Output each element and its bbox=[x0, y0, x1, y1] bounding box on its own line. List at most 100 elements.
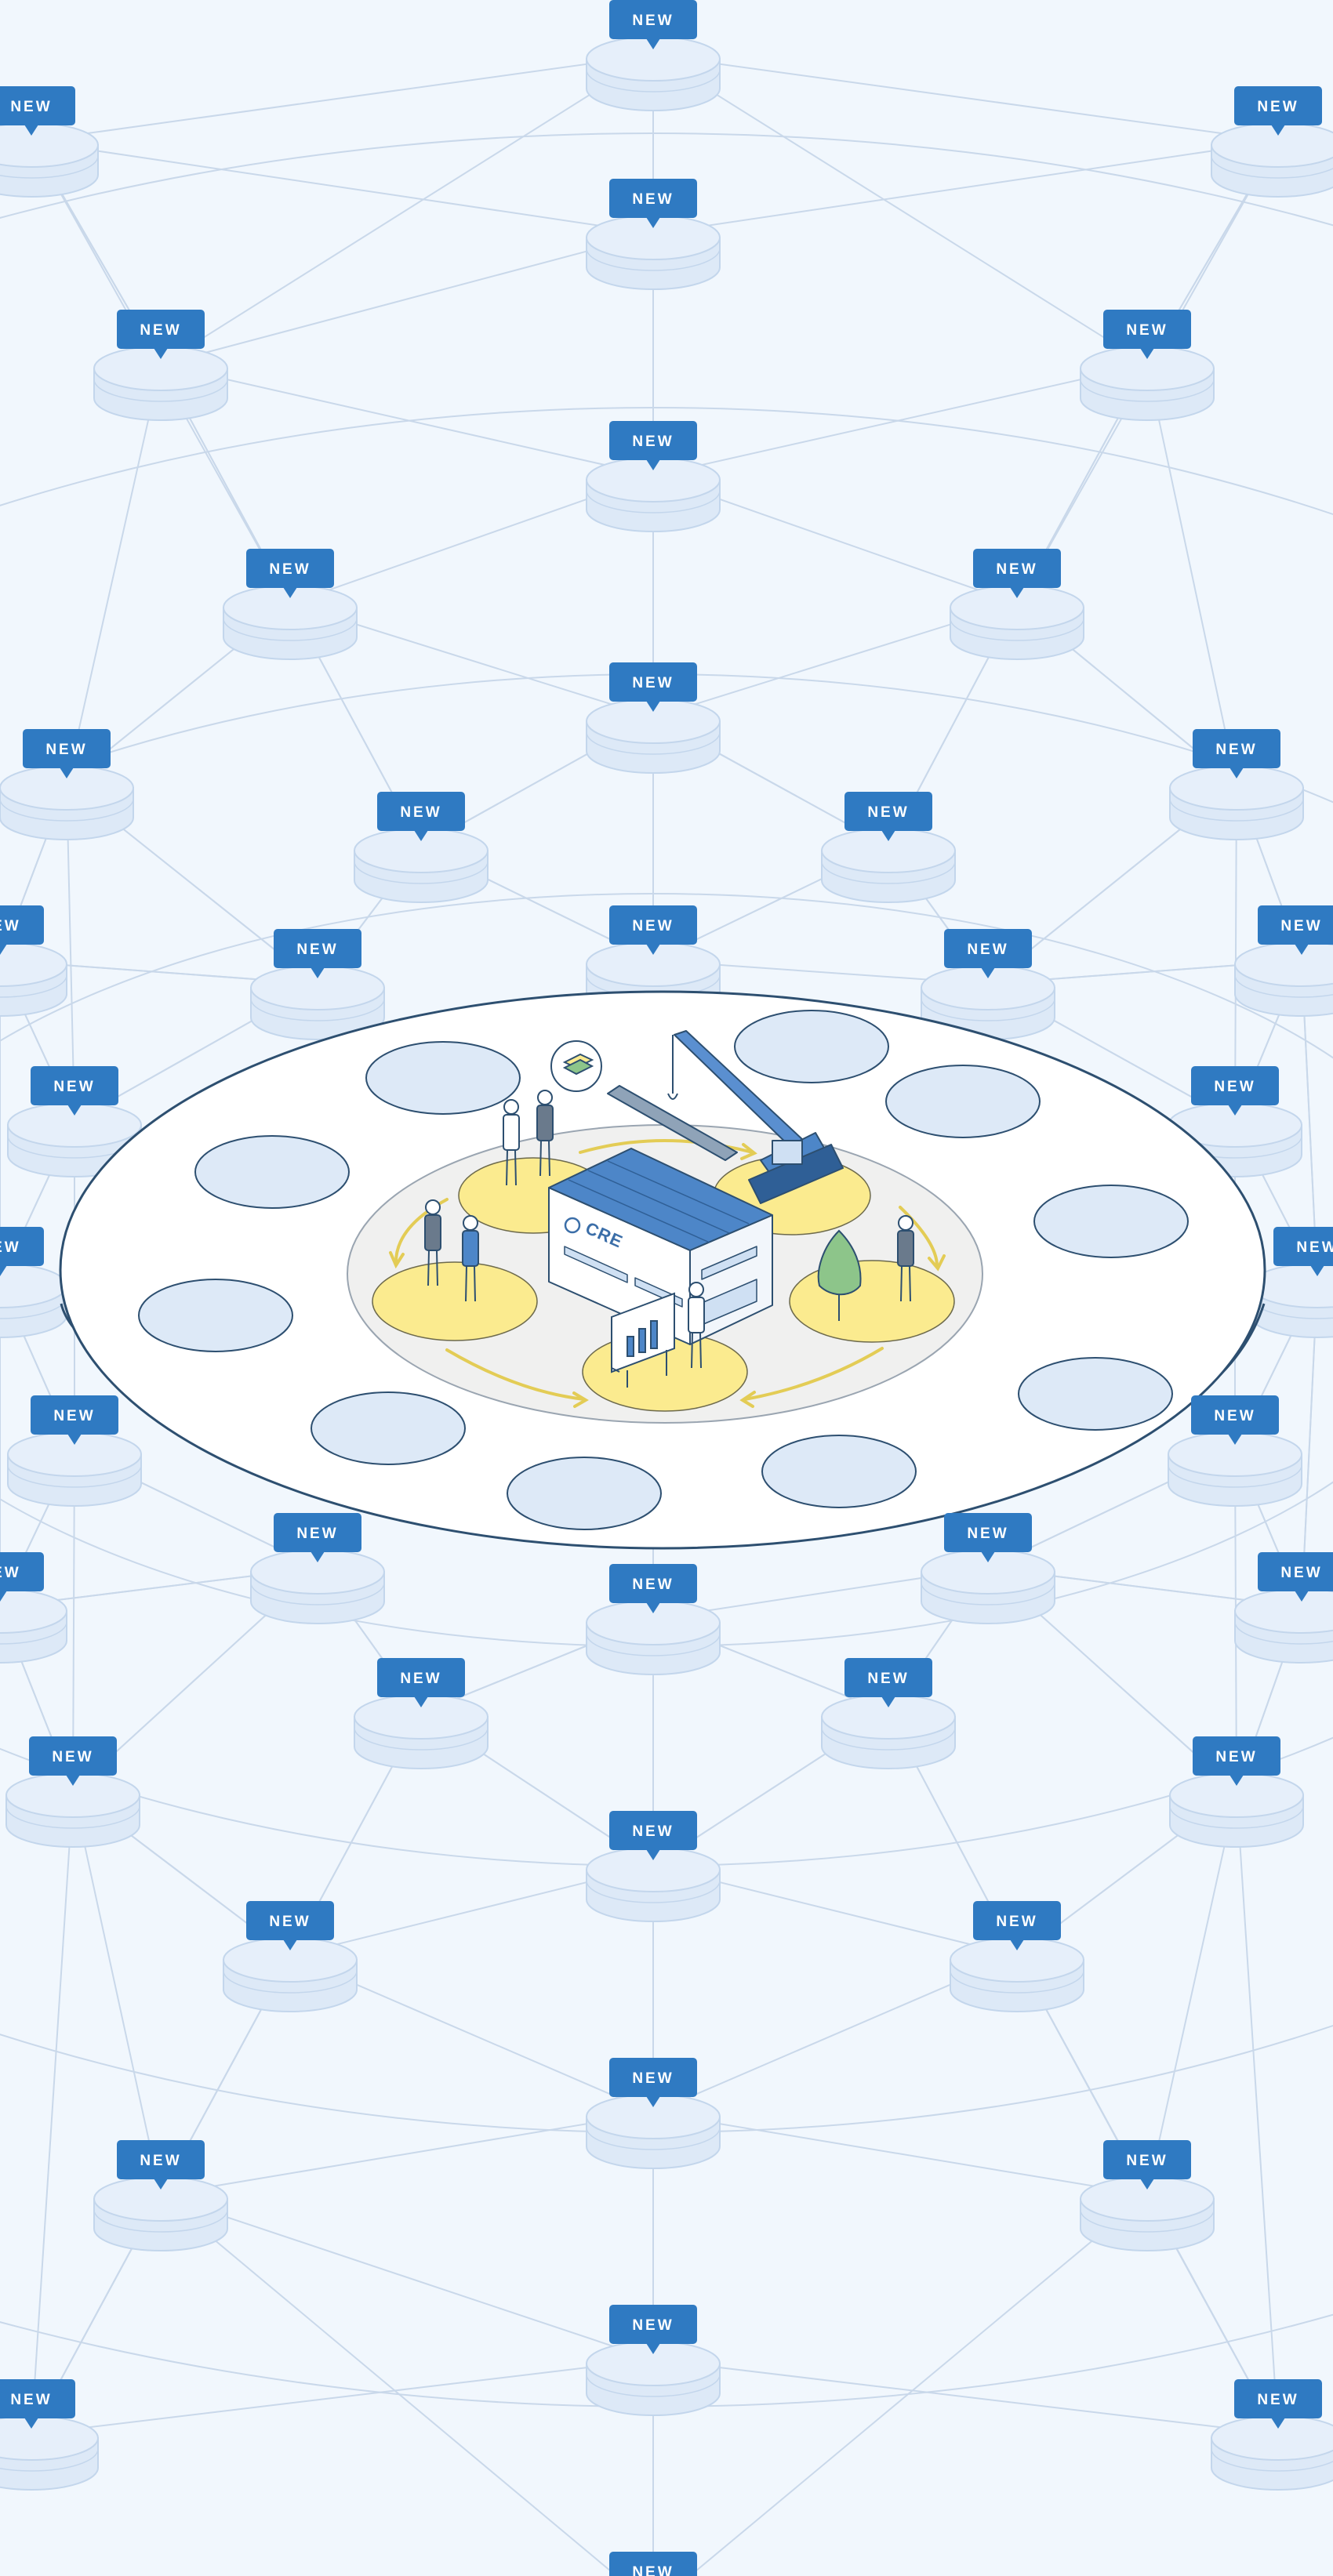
database-node-icon bbox=[93, 2176, 228, 2251]
new-badge-icon: NEW bbox=[1191, 1066, 1279, 1116]
database-node-icon bbox=[586, 1847, 721, 1922]
new-badge-icon: NEW bbox=[117, 2140, 205, 2190]
business-people-icon bbox=[424, 1090, 914, 1369]
database-node-icon bbox=[250, 965, 385, 1040]
new-badge-label: NEW bbox=[1257, 99, 1298, 115]
database-node-icon bbox=[821, 1694, 956, 1769]
platform-slot bbox=[1033, 1185, 1189, 1258]
database-node-icon bbox=[223, 585, 358, 660]
new-badge-label: NEW bbox=[0, 1239, 21, 1256]
network-link bbox=[31, 1791, 74, 2435]
platform-slot bbox=[194, 1135, 350, 1209]
network-link bbox=[72, 1449, 75, 1792]
network-link bbox=[160, 2194, 618, 2576]
database-node-icon bbox=[821, 828, 956, 903]
company-logo-icon bbox=[564, 1217, 581, 1234]
new-badge-label: NEW bbox=[400, 1671, 441, 1687]
new-badge-icon: NEW bbox=[609, 2058, 697, 2107]
network-link bbox=[652, 54, 1279, 142]
new-badge-icon: NEW bbox=[0, 86, 75, 136]
new-badge-icon: NEW bbox=[609, 179, 697, 228]
new-badge-icon: NEW bbox=[1258, 1552, 1333, 1602]
database-node-icon bbox=[586, 36, 721, 111]
database-node-icon bbox=[250, 1549, 385, 1624]
database-node-icon bbox=[0, 765, 134, 840]
platform-slot bbox=[311, 1391, 466, 1465]
new-badge-icon: NEW bbox=[1258, 905, 1333, 955]
database-node-icon bbox=[1211, 122, 1333, 198]
database-node-icon bbox=[586, 2094, 721, 2169]
database-node-icon bbox=[1211, 2415, 1333, 2491]
presentation-board-icon bbox=[611, 1292, 675, 1388]
central-platform: CRE bbox=[59, 990, 1266, 1550]
network-link bbox=[31, 140, 654, 234]
person-icon bbox=[897, 1215, 914, 1302]
new-badge-label: NEW bbox=[296, 1526, 338, 1542]
new-badge-icon: NEW bbox=[973, 1901, 1061, 1950]
new-badge-label: NEW bbox=[632, 1823, 674, 1840]
new-badge-icon: NEW bbox=[29, 1736, 117, 1786]
network-link bbox=[652, 2359, 1279, 2435]
new-badge-label: NEW bbox=[967, 1526, 1008, 1542]
new-badge-label: NEW bbox=[1280, 1565, 1322, 1581]
new-badge-icon: NEW bbox=[609, 2552, 697, 2576]
new-badge-icon: NEW bbox=[0, 1227, 44, 1276]
person-icon bbox=[462, 1215, 479, 1302]
database-node-icon bbox=[950, 585, 1084, 660]
new-badge-icon: NEW bbox=[944, 929, 1032, 978]
new-badge-icon: NEW bbox=[1103, 2140, 1191, 2190]
database-node-icon bbox=[93, 346, 228, 421]
network-link bbox=[160, 54, 654, 365]
database-node-icon bbox=[0, 942, 67, 1017]
new-badge-icon: NEW bbox=[246, 1901, 334, 1950]
new-badge-icon: NEW bbox=[609, 905, 697, 955]
new-badge-icon: NEW bbox=[274, 929, 361, 978]
new-badge-icon: NEW bbox=[1193, 729, 1280, 778]
network-link bbox=[31, 54, 654, 142]
platform-slot bbox=[365, 1041, 521, 1115]
new-badge-icon: NEW bbox=[0, 1552, 44, 1602]
new-badge-label: NEW bbox=[269, 1914, 311, 1930]
network-link bbox=[72, 1791, 162, 2196]
platform-slot bbox=[138, 1279, 293, 1352]
new-badge-icon: NEW bbox=[117, 310, 205, 359]
network-link bbox=[1236, 1791, 1279, 2435]
new-badge-label: NEW bbox=[296, 942, 338, 958]
new-badge-label: NEW bbox=[632, 2564, 674, 2576]
new-badge-label: NEW bbox=[1296, 1239, 1333, 1256]
new-badge-label: NEW bbox=[0, 1565, 21, 1581]
new-badge-label: NEW bbox=[45, 742, 87, 758]
database-node-icon bbox=[354, 1694, 489, 1769]
new-badge-label: NEW bbox=[1214, 1408, 1255, 1424]
network-link bbox=[652, 54, 1148, 365]
new-badge-icon: NEW bbox=[31, 1066, 118, 1116]
person-icon bbox=[503, 1099, 520, 1186]
database-node-icon bbox=[0, 1263, 67, 1338]
new-badge-icon: NEW bbox=[1234, 2379, 1322, 2429]
new-badge-label: NEW bbox=[0, 918, 21, 934]
new-badge-icon: NEW bbox=[23, 729, 111, 778]
database-node-icon bbox=[7, 1431, 142, 1507]
new-badge-label: NEW bbox=[632, 434, 674, 450]
person-icon bbox=[688, 1282, 705, 1369]
network-link bbox=[160, 233, 654, 365]
construction-crane-icon bbox=[607, 1030, 844, 1204]
new-badge-icon: NEW bbox=[1193, 1736, 1280, 1786]
new-badge-icon: NEW bbox=[609, 421, 697, 470]
platform-slot bbox=[761, 1435, 917, 1508]
new-badge-label: NEW bbox=[632, 2317, 674, 2334]
new-badge-icon: NEW bbox=[31, 1395, 118, 1445]
database-node-icon bbox=[586, 457, 721, 532]
new-badge-label: NEW bbox=[632, 1576, 674, 1593]
platform-spots bbox=[138, 1010, 1189, 1530]
new-badge-label: NEW bbox=[1215, 742, 1257, 758]
database-node-icon bbox=[586, 1600, 721, 1675]
platform-slot bbox=[885, 1065, 1041, 1138]
new-badge-label: NEW bbox=[1214, 1079, 1255, 1095]
new-badge-label: NEW bbox=[632, 675, 674, 691]
platform-slot bbox=[507, 1457, 662, 1530]
new-badge-icon: NEW bbox=[844, 1658, 932, 1707]
new-badge-icon: NEW bbox=[609, 662, 697, 712]
